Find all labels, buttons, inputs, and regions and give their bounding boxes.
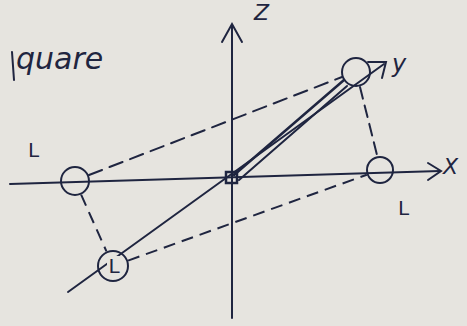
- ligand-label: L: [28, 140, 39, 160]
- axis-label: Z: [254, 2, 269, 24]
- axis-label: X: [443, 156, 458, 178]
- dashed-connector: [81, 195, 106, 252]
- axis-label: y: [392, 52, 406, 76]
- bond-line: [234, 80, 344, 175]
- heading-fragment: quare: [16, 44, 103, 74]
- dashed-connector: [128, 175, 367, 261]
- dashed-edge: [89, 77, 342, 175]
- y-axis: [68, 64, 384, 292]
- ligand-circle: [342, 58, 370, 86]
- z-arrowhead: [222, 24, 242, 42]
- ligand-circle: L: [97, 250, 129, 282]
- ligand-label: L: [398, 198, 409, 218]
- ligand-label: L: [107, 256, 120, 276]
- central-atom: [226, 172, 237, 183]
- pen-stroke: [12, 52, 14, 80]
- dashed-edge: [360, 87, 377, 155]
- ligand-circle: L: [366, 156, 394, 184]
- ligand-circle: L: [60, 166, 90, 196]
- bond-line: [239, 86, 347, 180]
- x-arrowhead: [428, 163, 441, 180]
